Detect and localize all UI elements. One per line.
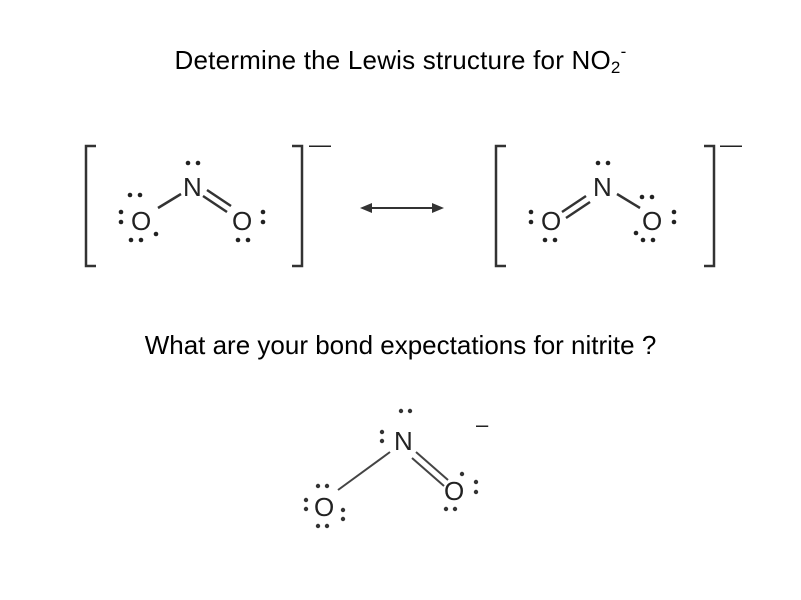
- charge-label: —: [720, 132, 742, 157]
- oxygen-atom-right: O: [642, 206, 662, 236]
- nitrogen-atom: N: [183, 172, 202, 202]
- single-bond: [337, 451, 391, 491]
- resonance-structure-right-atoms: N O O —: [528, 132, 742, 243]
- lone-pair-dots: [303, 408, 479, 529]
- double-bond-line-2: [565, 200, 591, 220]
- right-bracket-close: [704, 144, 716, 268]
- double-bond-line-1: [206, 188, 232, 208]
- resonance-arrow: [360, 203, 444, 213]
- double-bond-line-1: [415, 451, 449, 481]
- lone-pair-dots: [528, 160, 677, 243]
- oxygen-atom-right: O: [232, 206, 252, 236]
- double-bond-line-2: [411, 457, 445, 487]
- bent-nitrite-structure: [337, 451, 449, 491]
- title-subscript: 2: [610, 58, 621, 77]
- title-superscript: -: [620, 42, 627, 61]
- resonance-structure-left: [84, 144, 304, 268]
- oxygen-atom-right: O: [444, 476, 464, 506]
- double-bond-line-2: [202, 194, 228, 214]
- oxygen-atom-left: O: [131, 206, 151, 236]
- single-bond: [616, 192, 641, 210]
- nitrogen-atom: N: [593, 172, 612, 202]
- right-bracket-open: [494, 144, 506, 268]
- oxygen-atom-left: O: [541, 206, 561, 236]
- oxygen-atom-left: O: [314, 492, 334, 522]
- title-text: Determine the Lewis structure for NO: [174, 45, 611, 75]
- single-bond: [157, 192, 182, 210]
- nitrogen-atom: N: [394, 426, 413, 456]
- charge-label: –: [476, 412, 489, 437]
- question-text: What are your bond expectations for nitr…: [144, 330, 657, 360]
- charge-label: —: [309, 132, 331, 157]
- resonance-structure-right: [494, 144, 716, 268]
- lone-pair-dots: [118, 160, 266, 243]
- left-bracket-open: [84, 144, 96, 268]
- bent-nitrite-atoms: N O O –: [303, 408, 489, 529]
- left-bracket-close: [292, 144, 304, 268]
- slide-title: Determine the Lewis structure for NO2-: [0, 42, 801, 78]
- resonance-structure-left-atoms: N O O —: [118, 132, 331, 243]
- double-bond-line-1: [561, 194, 587, 214]
